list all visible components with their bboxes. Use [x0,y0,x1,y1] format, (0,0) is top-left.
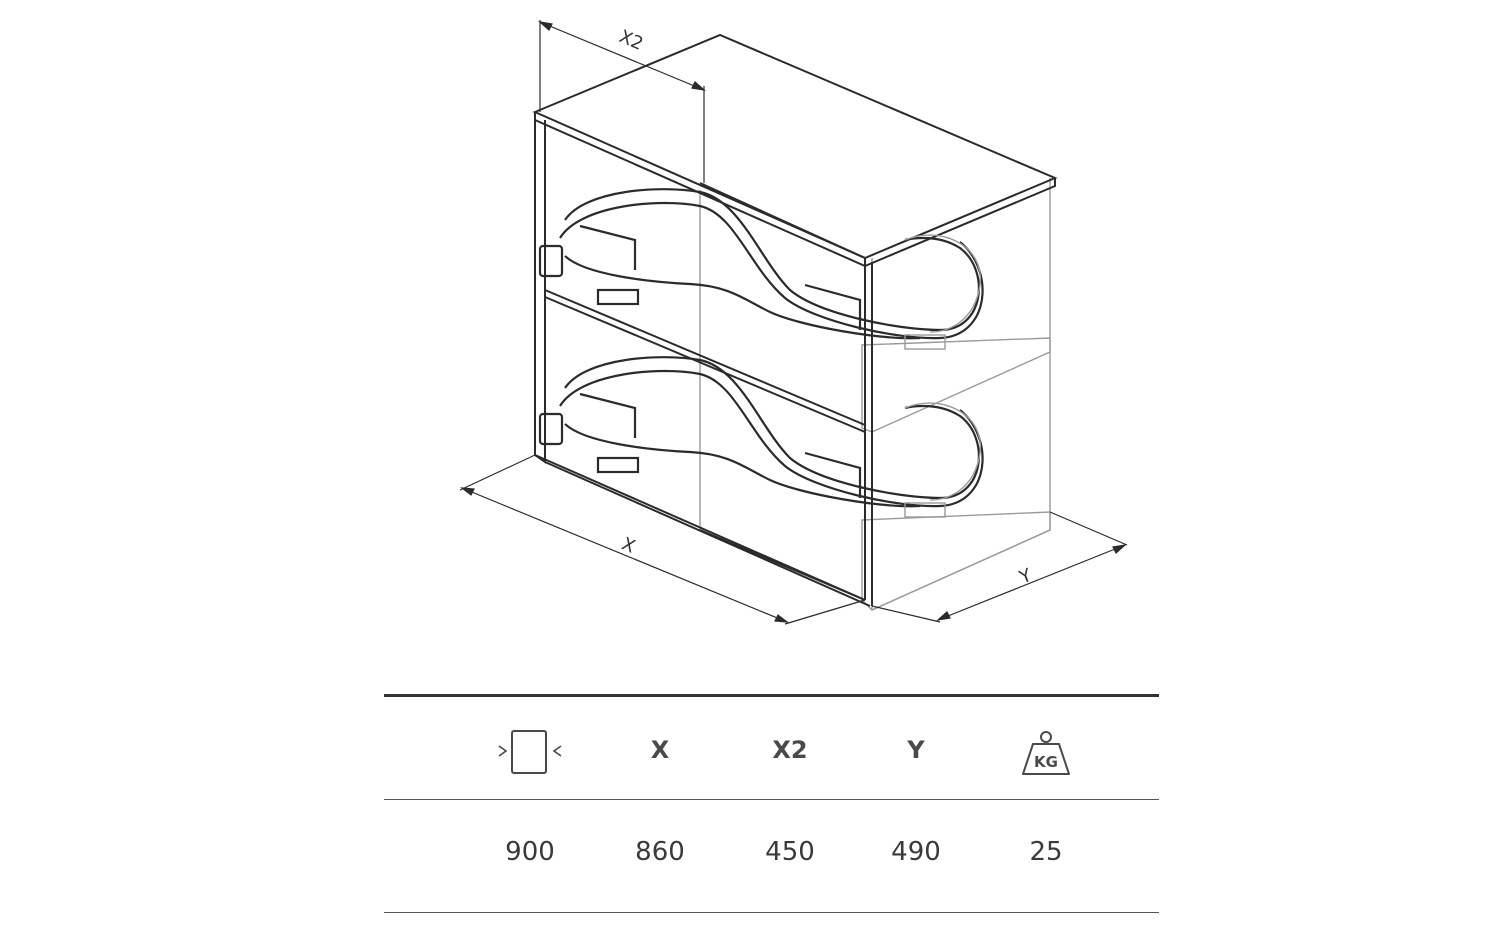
cabinet-diagram: X2 X Y [459,20,1128,625]
value-load: 25 [1029,837,1063,867]
dimension-y-label: Y [1016,564,1036,588]
table-bottom-rule [384,912,1159,913]
cabinet-width-icon [475,728,585,774]
dimension-x2-label: X2 [616,26,646,55]
value-x: 860 [635,837,685,867]
dimension-x [459,454,866,625]
upper-basket [538,188,984,340]
cabinet-back-lines [699,178,1051,611]
header-y: Y [907,736,925,764]
header-x2: X2 [772,736,808,764]
dimension-x2 [538,20,706,183]
weight-kg-icon: KG [991,728,1101,775]
value-y: 490 [891,837,941,867]
value-cabinet-width: 900 [505,837,555,867]
lower-basket [538,356,984,508]
dimension-y [871,511,1128,623]
table-top-rule [384,694,1159,697]
weight-kg-icon-text: KG [1034,753,1058,771]
cabinet-outline [532,33,1058,607]
header-x: X [650,736,670,764]
value-x2: 450 [765,837,815,867]
table-header-rule [384,799,1159,800]
dimension-x-label: X [619,534,639,558]
spec-table: X X2 Y KG 900 860 450 490 25 [384,694,1159,914]
basket-hidden-lines [904,234,981,518]
